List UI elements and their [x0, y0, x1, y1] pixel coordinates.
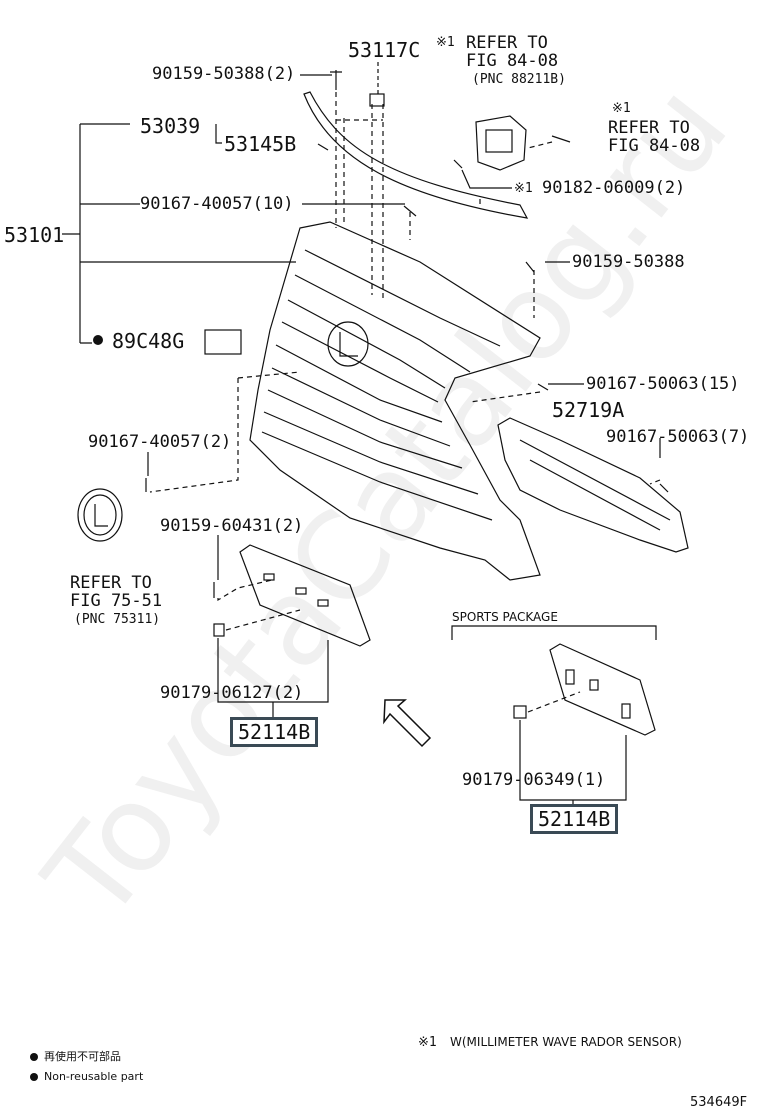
part-90182-06009-2[interactable]: 90182-06009(2) — [542, 178, 686, 198]
ref2-line1: REFER TO — [608, 118, 690, 138]
leader-90182 — [461, 169, 512, 189]
radar-bracket — [475, 115, 527, 171]
ref4-line2[interactable]: FIG 75-51 — [70, 591, 163, 611]
diagram-id: 534649F — [690, 1095, 748, 1110]
ref3-mark: ※1 — [514, 181, 533, 196]
part-90167-50063-7[interactable]: 90167-50063(7) — [606, 427, 750, 447]
non-reusable-dot-89c48g — [93, 335, 103, 345]
footnote-mark: ※1 — [418, 1035, 437, 1050]
legend-jp: 再使用不可部品 — [44, 1050, 121, 1063]
part-53117c[interactable]: 53117C — [348, 38, 421, 62]
front-emblem — [77, 488, 123, 542]
part-90179-06127-2[interactable]: 90179-06127(2) — [160, 683, 304, 703]
part-90159-50388-2[interactable]: 90159-50388(2) — [152, 64, 296, 84]
ref1-line2[interactable]: FIG 84-08 — [466, 51, 559, 71]
plate-bracket-b — [549, 643, 656, 736]
leader-53145b — [215, 124, 222, 144]
sports-bracket — [451, 625, 657, 640]
part-90159-50388[interactable]: 90159-50388 — [572, 252, 685, 272]
grille-outline — [249, 221, 541, 581]
part-89c48g[interactable]: 89C48G — [112, 329, 185, 353]
ref4-line3: (PNC 75311) — [74, 612, 161, 627]
part-53145b[interactable]: 53145B — [224, 132, 297, 156]
direction-arrow — [383, 699, 432, 748]
plate-bracket-a — [239, 544, 371, 647]
sensor-89c48g — [204, 329, 242, 355]
dashed-guides — [149, 92, 661, 713]
ref1-mark: ※1 — [436, 35, 455, 50]
leader-53101-bracket — [62, 123, 296, 344]
part-53101[interactable]: 53101 — [4, 223, 65, 247]
ref4-line1: REFER TO — [70, 573, 152, 593]
bracket-52719a — [497, 417, 689, 553]
ref2-mark: ※1 — [612, 101, 631, 116]
legend-dot-jp — [30, 1053, 38, 1061]
legend-dot-en — [30, 1073, 38, 1081]
part-90179-06349-1[interactable]: 90179-06349(1) — [462, 770, 606, 790]
part-53039[interactable]: 53039 — [140, 114, 201, 138]
grille-emblem — [327, 321, 369, 367]
grille-bars — [261, 249, 501, 521]
footnote-text: W(MILLIMETER WAVE RADOR SENSOR) — [450, 1035, 682, 1049]
part-90167-40057-10[interactable]: 90167-40057(10) — [140, 194, 294, 214]
legend-en: Non-reusable part — [44, 1070, 144, 1083]
part-90167-50063-15[interactable]: 90167-50063(15) — [586, 374, 740, 394]
top-molding — [303, 91, 529, 219]
sports-package-label: SPORTS PACKAGE — [452, 610, 558, 624]
part-52114b-standard[interactable]: 52114B — [230, 717, 319, 747]
part-90159-60431-2[interactable]: 90159-60431(2) — [160, 516, 304, 536]
ref2-line2[interactable]: FIG 84-08 — [608, 136, 701, 156]
ref1-line3: (PNC 88211B) — [472, 72, 566, 87]
part-90167-40057-2[interactable]: 90167-40057(2) — [88, 432, 232, 452]
bolt-right-of-radar — [551, 135, 571, 143]
ref1-line1: REFER TO — [466, 33, 548, 53]
part-52719a[interactable]: 52719A — [552, 398, 625, 422]
part-52114b-sports[interactable]: 52114B — [530, 804, 619, 834]
